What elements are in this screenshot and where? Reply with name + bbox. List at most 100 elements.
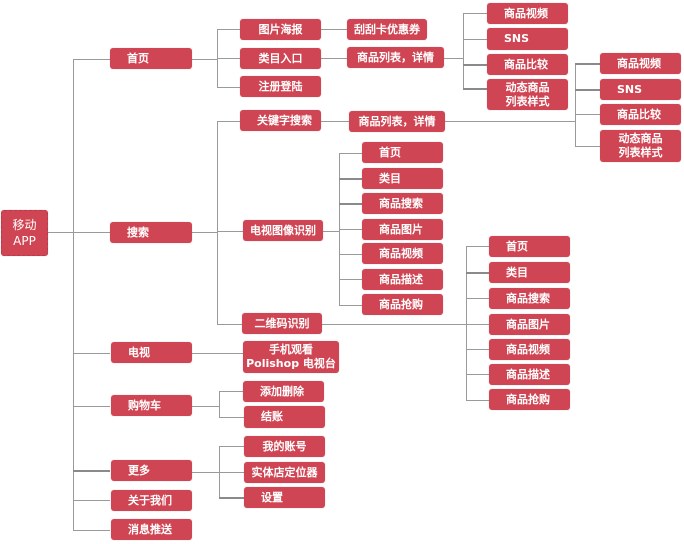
node-register-login[interactable]: 注册登陆: [240, 76, 321, 97]
connector: [219, 417, 244, 418]
connector: [219, 446, 244, 447]
connector: [339, 178, 362, 180]
node-tv[interactable]: 电视: [111, 342, 192, 363]
node-tvimg-product-image[interactable]: 商品图片: [362, 219, 443, 240]
connector: [217, 121, 218, 324]
connector: [73, 470, 110, 472]
connector: [219, 446, 220, 497]
node-kw-sns[interactable]: SNS: [600, 79, 681, 100]
connector: [575, 146, 600, 147]
node-tvimg-product-description[interactable]: 商品描述: [362, 269, 443, 290]
node-category-entry[interactable]: 类目入口: [240, 48, 321, 69]
node-keyword-search[interactable]: 关键字搜索: [240, 110, 321, 131]
connector: [463, 13, 464, 89]
node-image-poster[interactable]: 图片海报: [240, 19, 321, 40]
connector: [323, 231, 339, 232]
node-kw-product-compare[interactable]: 商品比较: [600, 104, 681, 125]
connector: [191, 59, 217, 60]
connector: [466, 400, 489, 401]
connector: [466, 298, 489, 299]
connector: [191, 232, 217, 233]
node-tvimg-product-search[interactable]: 商品搜索: [362, 193, 443, 214]
connector: [48, 232, 110, 233]
node-my-account[interactable]: 我的账号: [244, 436, 325, 457]
connector: [339, 153, 362, 154]
root-node-mobile-app[interactable]: 移动 APP: [1, 210, 48, 256]
node-settings[interactable]: 设置: [244, 487, 325, 508]
connector: [73, 500, 110, 501]
node-sns[interactable]: SNS: [487, 28, 568, 50]
connector: [575, 114, 600, 115]
connector: [217, 87, 240, 88]
connector: [466, 246, 489, 247]
node-qr-product-image[interactable]: 商品图片: [489, 314, 570, 335]
node-kw-product-video[interactable]: 商品视频: [600, 53, 681, 74]
node-home[interactable]: 首页: [110, 48, 192, 69]
connector: [321, 121, 349, 122]
connector: [466, 246, 467, 400]
node-checkout[interactable]: 结账: [244, 406, 325, 428]
connector: [219, 497, 244, 499]
connector: [575, 89, 600, 91]
node-about-us[interactable]: 关于我们: [111, 490, 192, 511]
connector: [444, 58, 463, 59]
connector: [466, 324, 489, 325]
node-dynamic-list-style[interactable]: 动态商品 列表样式: [487, 79, 568, 110]
connector: [463, 88, 487, 90]
connector: [217, 29, 240, 30]
node-store-locator[interactable]: 实体店定位器: [244, 462, 325, 483]
connector: [463, 13, 487, 14]
node-tv-image-recognition[interactable]: 电视图像识别: [243, 220, 323, 241]
node-cart[interactable]: 购物车: [111, 395, 192, 416]
connector: [217, 121, 240, 122]
node-scratch-coupon[interactable]: 刮刮卡优惠券: [347, 19, 427, 40]
connector: [192, 353, 243, 354]
node-tvimg-category[interactable]: 类目: [362, 168, 443, 189]
node-product-list-detail[interactable]: 商品列表，详情: [347, 47, 444, 68]
node-tvimg-flash-sale[interactable]: 商品抢购: [362, 294, 443, 315]
connector: [339, 203, 362, 205]
connector: [217, 324, 242, 325]
node-qr-flash-sale[interactable]: 商品抢购: [489, 389, 570, 410]
node-qr-category[interactable]: 类目: [489, 262, 570, 283]
connector: [322, 324, 466, 325]
connector: [339, 229, 362, 230]
connector: [219, 391, 220, 417]
node-kw-dynamic-list-style[interactable]: 动态商品 列表样式: [600, 130, 681, 162]
connector: [192, 406, 219, 407]
node-product-compare[interactable]: 商品比较: [487, 54, 568, 75]
connector: [466, 374, 489, 375]
connector: [217, 58, 240, 59]
connector: [575, 63, 600, 65]
node-add-remove[interactable]: 添加删除: [243, 381, 324, 402]
connector: [192, 472, 244, 473]
connector: [463, 64, 487, 66]
node-qr-product-description[interactable]: 商品描述: [489, 364, 570, 385]
node-tvimg-product-video[interactable]: 商品视频: [362, 243, 443, 264]
node-qr-product-video[interactable]: 商品视频: [489, 339, 570, 360]
node-qr-product-search[interactable]: 商品搜索: [489, 288, 570, 309]
connector: [339, 279, 362, 280]
connector: [575, 64, 576, 146]
connector: [445, 121, 575, 122]
node-more[interactable]: 更多: [111, 460, 192, 481]
node-qrcode-recognition[interactable]: 二维码识别: [242, 313, 322, 334]
connector: [339, 305, 362, 306]
node-keyword-product-list-detail[interactable]: 商品列表，详情: [349, 111, 445, 132]
node-search[interactable]: 搜索: [110, 222, 192, 243]
node-tvimg-home[interactable]: 首页: [362, 142, 443, 163]
connector: [466, 349, 489, 350]
connector: [73, 353, 110, 354]
connector: [339, 254, 362, 255]
node-qr-home[interactable]: 首页: [489, 236, 570, 257]
connector: [73, 406, 110, 407]
connector: [463, 39, 487, 40]
connector: [466, 272, 489, 274]
connector: [219, 391, 243, 392]
connector: [321, 29, 347, 30]
connector: [321, 58, 347, 59]
node-product-video[interactable]: 商品视频: [487, 3, 568, 24]
connector: [217, 231, 243, 232]
node-watch-polishop-tv[interactable]: 手机观看 Polishop 电视台: [243, 341, 339, 373]
node-push-notifications[interactable]: 消息推送: [111, 519, 192, 540]
